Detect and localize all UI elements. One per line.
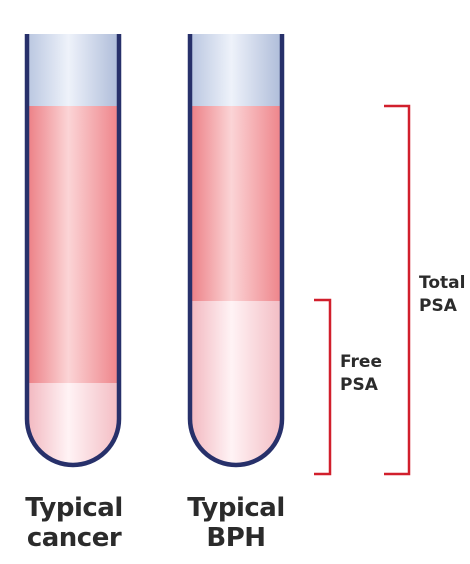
tube-label-typical-cancer: Typical cancer [18,493,130,553]
tube-label-line: cancer [18,523,130,553]
total-psa-label-line: Total [419,272,465,295]
total-psa-label-line: PSA [419,295,465,318]
total-psa-label: Total PSA [419,272,465,318]
tube-typical-cancer [27,34,119,483]
tube-label-line: Typical [180,493,292,523]
free-psa-band [27,383,119,483]
tube-typical-bph [190,34,282,483]
free-psa-bracket [314,300,330,474]
free-psa-label-line: PSA [340,374,382,397]
free-psa-label: Free PSA [340,351,382,397]
total-psa-band [190,106,282,301]
total-psa-bracket [384,106,409,474]
tube-serum-top [190,34,282,106]
free-psa-label-line: Free [340,351,382,374]
tube-label-line: BPH [180,523,292,553]
free-psa-band [190,301,282,483]
tube-label-line: Typical [18,493,130,523]
total-psa-band [27,106,119,383]
tube-label-typical-bph: Typical BPH [180,493,292,553]
tube-serum-top [27,34,119,106]
